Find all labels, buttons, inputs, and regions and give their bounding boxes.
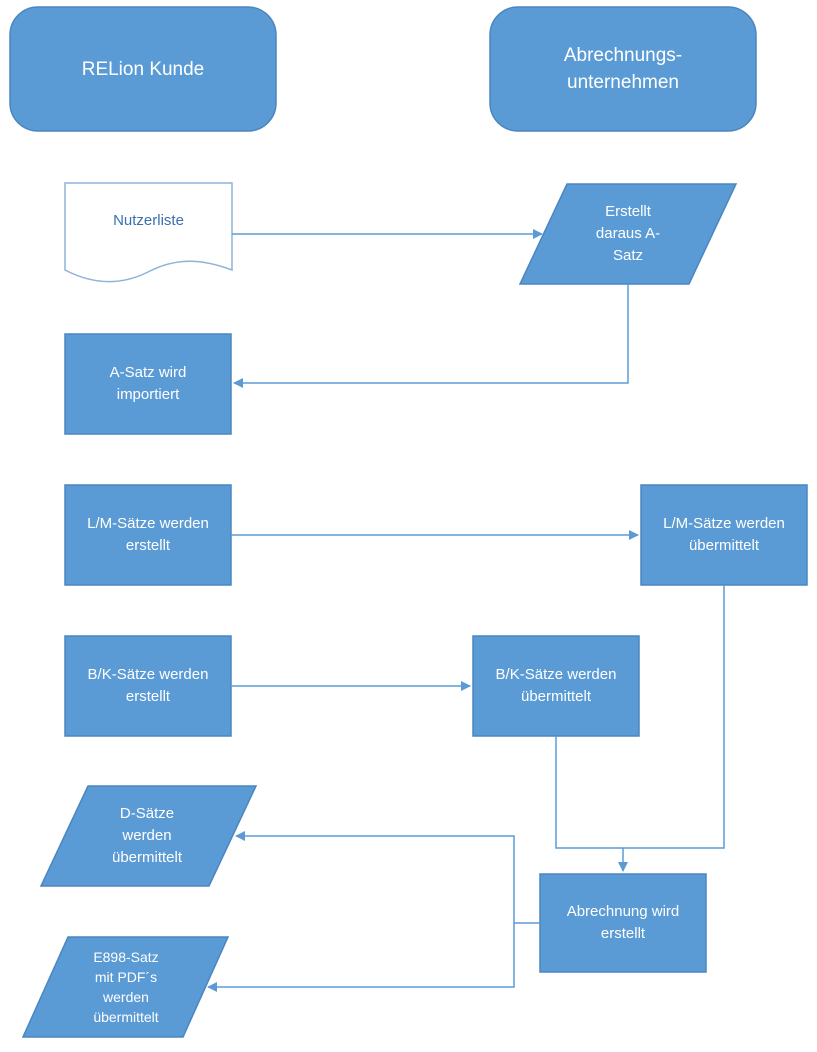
bk-uebermittelt-line-1: B/K-Sätze werden — [495, 666, 617, 683]
nutzerliste-document-shape — [64, 182, 233, 283]
abrechnung-shape — [539, 873, 707, 973]
d-saetze-line-1: D-Sätze — [119, 805, 175, 822]
bk-erstellt-line-2: erstellt — [125, 688, 171, 705]
e898-node: E898-Satz mit PDF´s werden übermittelt — [58, 937, 194, 1037]
header-abrechnungsunternehmen: Abrechnungs- unternehmen — [490, 7, 756, 131]
header-right-line-1: Abrechnungs- — [563, 45, 683, 66]
header-right-line-2: unternehmen — [567, 72, 679, 93]
d-saetze-line-3: übermittelt — [111, 849, 183, 866]
bk-erstellt-line-1: B/K-Sätze werden — [87, 666, 209, 683]
header-abrechnungsunternehmen-shape — [489, 6, 757, 132]
e898-shape — [21, 936, 230, 1038]
bk-erstellt-node: B/K-Sätze werden erstellt — [65, 636, 231, 736]
a-satz-import-shape — [64, 333, 232, 435]
e898-line-1: E898-Satz — [93, 949, 159, 965]
a-satz-import-node: A-Satz wird importiert — [65, 334, 231, 434]
e898-line-2: mit PDF´s — [94, 969, 158, 985]
bk-uebermittelt-node: B/K-Sätze werden übermittelt — [473, 636, 639, 736]
arrow-erstellt-to-import — [233, 284, 629, 388]
abrechnung-node: Abrechnung wird erstellt — [540, 874, 706, 972]
arrow-abrechnung-to-e898 — [207, 923, 515, 992]
bk-erstellt-shape — [64, 635, 232, 737]
lm-erstellt-line-2: erstellt — [125, 537, 171, 554]
nutzerliste-label: Nutzerliste — [113, 212, 184, 229]
a-satz-import-line-1: A-Satz wird — [109, 364, 187, 381]
bk-uebermittelt-shape — [472, 635, 640, 737]
abrechnung-line-2: erstellt — [600, 925, 646, 942]
header-relion-kunde: RELion Kunde — [10, 7, 276, 131]
d-saetze-node: D-Sätze werden übermittelt — [80, 786, 214, 886]
d-saetze-shape — [39, 785, 258, 887]
erstellt-a-satz-shape — [518, 183, 738, 285]
nutzerliste-document: Nutzerliste — [65, 196, 232, 246]
header-relion-kunde-label: RELion Kunde — [81, 58, 205, 80]
lm-erstellt-node: L/M-Sätze werden erstellt — [65, 485, 231, 585]
erstellt-a-satz-line-3: Satz — [612, 247, 643, 264]
arrow-bk-to-abrechnung — [555, 736, 628, 872]
lm-uebermittelt-shape — [640, 484, 808, 586]
erstellt-a-satz-line-1: Erstellt — [605, 203, 651, 220]
line-lm-to-merge — [623, 585, 725, 849]
header-relion-kunde-shape — [9, 6, 277, 132]
lm-uebermittelt-line-1: L/M-Sätze werden — [663, 515, 785, 532]
bk-uebermittelt-line-2: übermittelt — [520, 688, 592, 705]
erstellt-a-satz-line-2: daraus A- — [595, 225, 661, 242]
lm-uebermittelt-line-2: übermittelt — [688, 537, 759, 554]
abrechnung-line-1: Abrechnung wird — [566, 903, 680, 920]
arrow-abrechnung-to-d-saetze — [235, 831, 540, 924]
d-saetze-line-2: werden — [122, 827, 172, 844]
e898-line-3: werden — [103, 989, 149, 1005]
e898-line-4: übermittelt — [93, 1009, 159, 1025]
lm-erstellt-shape — [64, 484, 232, 586]
a-satz-import-line-2: importiert — [116, 386, 180, 403]
lm-erstellt-line-1: L/M-Sätze werden — [87, 515, 209, 532]
erstellt-a-satz-node: Erstellt daraus A- Satz — [560, 184, 696, 284]
lm-uebermittelt-node: L/M-Sätze werden übermittelt — [641, 485, 807, 585]
